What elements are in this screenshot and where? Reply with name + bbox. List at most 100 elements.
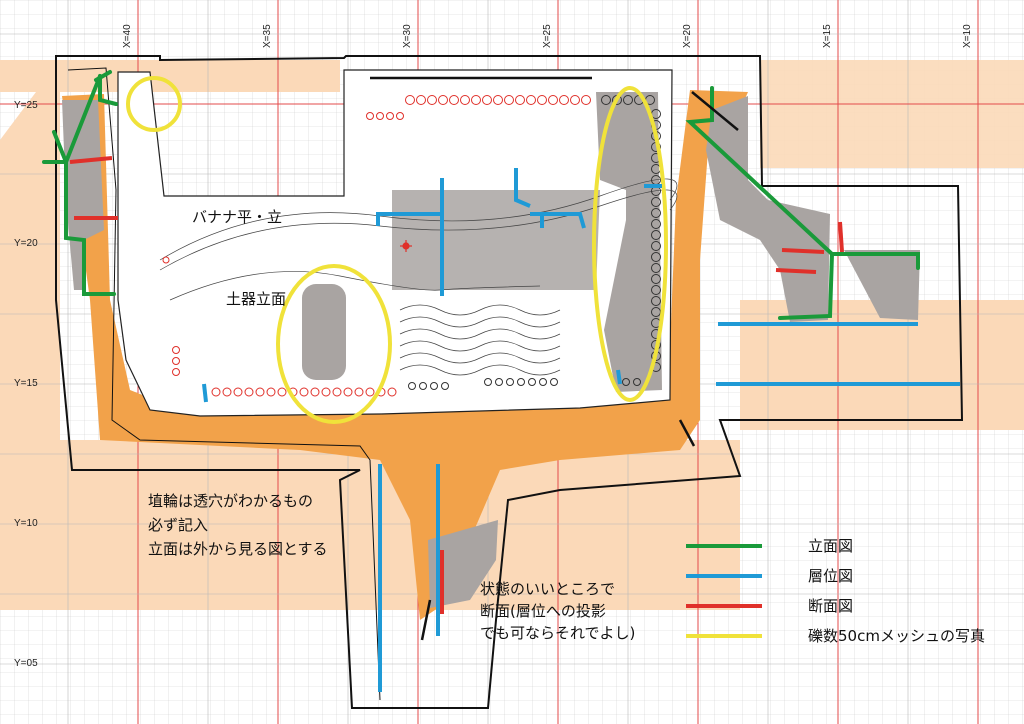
post-hole [651,219,661,229]
post-hole [539,378,547,386]
post-hole [651,274,661,284]
post-hole [515,95,525,105]
post-hole [537,95,547,105]
post-hole [396,112,404,120]
post-hole [506,378,514,386]
post-hole [162,256,170,264]
post-hole [651,230,661,240]
post-hole [651,285,661,295]
survey-marker [400,240,412,252]
post-hole [581,95,591,105]
note2-line1: 状態のいいところで [480,580,615,598]
post-hole [419,382,427,390]
legend-label: 断面図 [808,597,853,615]
x-tick-label: X=10 [962,24,973,48]
x-tick-label: X=40 [122,24,133,48]
post-hole [482,95,492,105]
note-block-1: 埴輪は透穴がわかるもの 必ず記入 立面は外から見る図とする [148,492,328,558]
post-hole [548,95,558,105]
post-hole [366,112,374,120]
post-hole [277,387,287,397]
x-tick-label: X=20 [682,24,693,48]
post-hole [427,95,437,105]
post-hole [172,346,180,354]
post-hole [310,387,320,397]
post-hole [266,387,276,397]
y-tick-label: Y=10 [14,518,38,529]
post-hole [651,252,661,262]
post-hole [416,95,426,105]
post-hole [430,382,438,390]
post-hole [354,387,364,397]
y-tick-label: Y=05 [14,658,38,669]
y-axis-labels: Y=25Y=20Y=15Y=10Y=05 [14,100,38,669]
post-hole [504,95,514,105]
post-hole [441,382,449,390]
section-lines [69,156,844,614]
legend-label: 立面図 [808,537,853,555]
y-tick-label: Y=20 [14,238,38,249]
post-hole [495,378,503,386]
post-hole [211,387,221,397]
elevation-lines [42,70,920,320]
pottery-label: 土器立面 [226,290,286,308]
post-hole [321,387,331,397]
post-hole [255,387,265,397]
post-hole [623,95,633,105]
post-hole [633,378,641,386]
post-hole [550,378,558,386]
post-hole [471,95,481,105]
post-hole [438,95,448,105]
x-tick-label: X=30 [402,24,413,48]
post-hole [651,307,661,317]
post-hole [172,368,180,376]
post-hole [405,95,415,105]
post-hole [517,378,525,386]
legend-label: 層位図 [808,567,853,585]
banana-label: バナナ平・立 [192,208,282,226]
photo-mesh-areas [126,76,668,424]
post-hole [460,95,470,105]
post-hole [528,378,536,386]
post-hole [484,378,492,386]
x-tick-label: X=25 [542,24,553,48]
strata-lines [202,168,960,692]
post-hole [651,263,661,273]
outer-boundary [55,55,964,709]
note1-line3: 立面は外から見る図とする [148,540,328,558]
note2-line2: 断面(層位への投影 [480,602,606,620]
edge-lines [370,76,739,641]
x-tick-label: X=35 [262,24,273,48]
post-hole [299,387,309,397]
post-hole [244,387,254,397]
post-hole [387,387,397,397]
post-hole [601,95,611,105]
post-hole [559,95,569,105]
post-hole [233,387,243,397]
post-hole [222,387,232,397]
wavy-channels [159,178,678,376]
post-hole [526,95,536,105]
post-hole [343,387,353,397]
post-hole [449,95,459,105]
post-hole [570,95,580,105]
post-hole [651,208,661,218]
note1-line1: 埴輪は透穴がわかるもの [148,492,313,510]
note1-line2: 必ず記入 [148,516,208,534]
note-block-2: 状態のいいところで 断面(層位への投影 でも可ならそれでよし) [480,580,635,642]
post-hole [386,112,394,120]
y-tick-label: Y=25 [14,100,38,111]
post-hole [622,378,630,386]
post-hole [365,387,375,397]
post-hole [172,357,180,365]
post-hole [651,197,661,207]
post-hole [408,382,416,390]
post-hole [376,112,384,120]
post-hole [332,387,342,397]
note2-line3: でも可ならそれでよし) [480,624,635,642]
post-hole [651,296,661,306]
